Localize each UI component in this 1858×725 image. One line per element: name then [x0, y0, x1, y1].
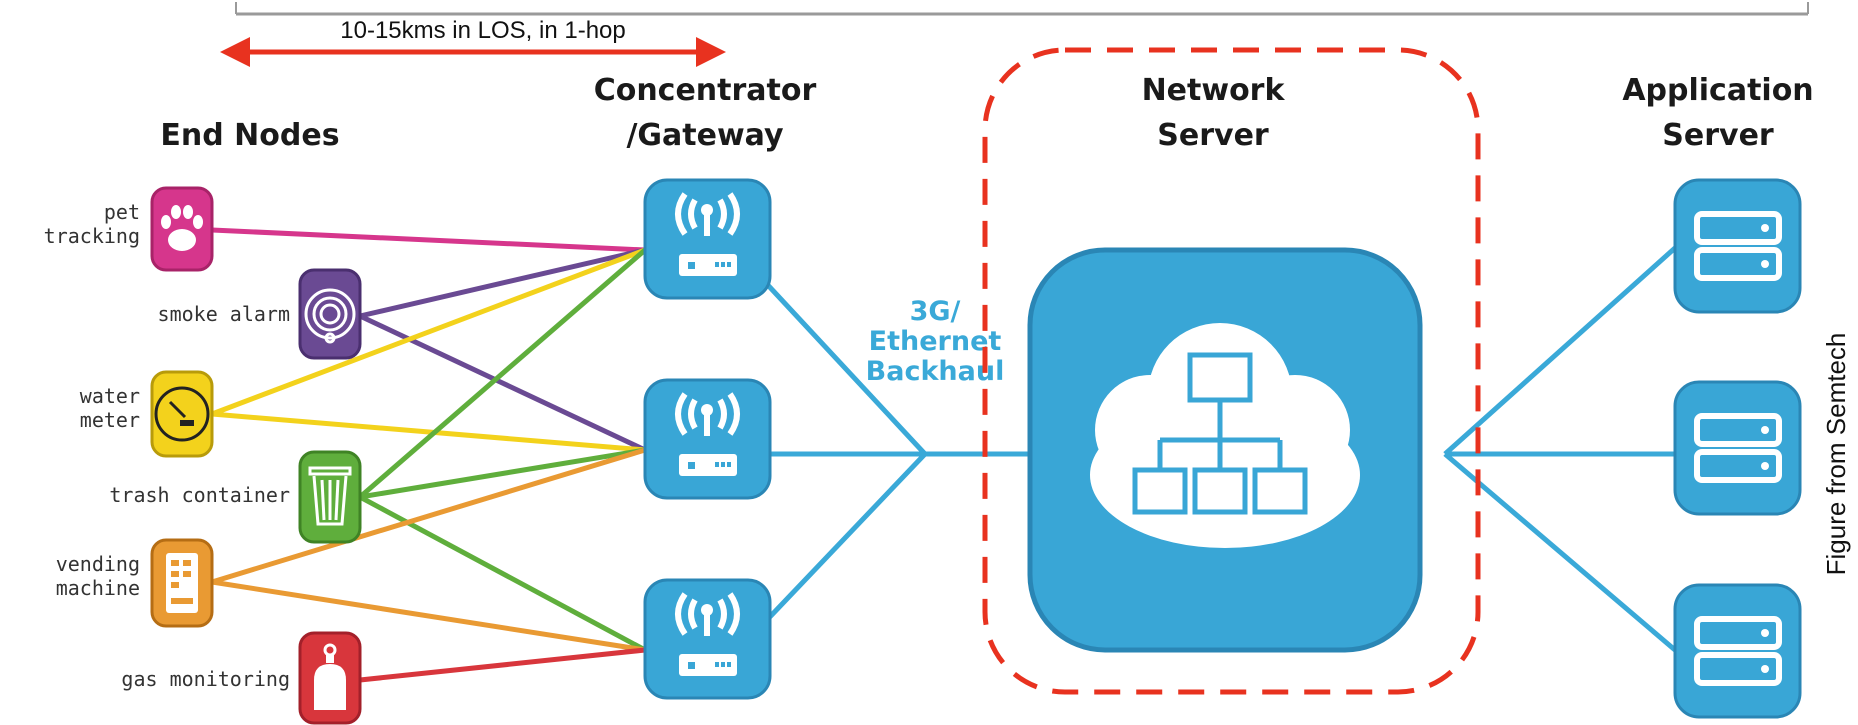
- link-smoke-gw1: [359, 247, 646, 319]
- server-icon: [1694, 211, 1782, 281]
- link-pet-gw1: [211, 227, 646, 253]
- app-server-2: [1673, 380, 1802, 516]
- figure-credit: Figure from Semtech: [1821, 333, 1851, 576]
- network-heading-line1: Network: [1142, 73, 1286, 108]
- app-heading-line1: Application: [1622, 73, 1813, 108]
- end-node-label-line2: trash container: [109, 483, 290, 507]
- router-icon: [679, 254, 737, 276]
- router-icon: [679, 454, 737, 476]
- app-server-3: [1673, 583, 1802, 719]
- paw-icon: [161, 205, 203, 251]
- backhaul-label-line2: Ethernet: [869, 326, 1002, 357]
- backhaul-label-line3: Backhaul: [866, 356, 1005, 387]
- end-node-vending-machine: vending machine: [56, 538, 214, 628]
- gateway-heading-line2: /Gateway: [626, 118, 784, 153]
- app-heading-line2: Server: [1662, 118, 1774, 153]
- top-frame-border: [235, 2, 1809, 16]
- network-hierarchy-icon: [1132, 352, 1308, 515]
- link-vending-gw3: [211, 579, 646, 653]
- end-node-pet-tracking: pet tracking: [44, 186, 214, 272]
- link-vending-gw2: [211, 447, 646, 585]
- end-node-label-line2: meter: [80, 408, 140, 432]
- gateway-2: [643, 378, 772, 500]
- server-icon: [1694, 413, 1782, 483]
- network-heading-line2: Server: [1157, 118, 1269, 153]
- gateway-3: [643, 578, 772, 700]
- gateway-1: [643, 178, 772, 300]
- end-node-gas-monitoring: gas monitoring: [121, 631, 362, 725]
- end-nodes-heading: End Nodes: [160, 118, 339, 153]
- link-gas-gw3: [359, 647, 646, 683]
- end-node-label-line1: vending: [56, 552, 140, 576]
- link-trash-gw1: [358, 248, 647, 499]
- link-trash-gw2: [359, 447, 646, 500]
- end-node-label-line1: water: [80, 384, 140, 408]
- server-icon: [1694, 616, 1782, 686]
- link-water-gw1: [211, 247, 646, 417]
- app-server-links: [1443, 246, 1677, 652]
- gas-cylinder-icon: [314, 643, 346, 710]
- network-server-boundary: [982, 47, 1481, 695]
- end-node-label-line1: pet: [104, 200, 140, 224]
- gateway-heading-line1: Concentrator: [594, 73, 817, 108]
- end-node-smoke-alarm: smoke alarm: [158, 268, 362, 360]
- trash-bin-icon: [308, 466, 352, 526]
- backhaul-links: [763, 280, 1030, 624]
- end-node-label-line2: gas monitoring: [121, 667, 290, 691]
- router-icon: [679, 654, 737, 676]
- end-node-label-line2: smoke alarm: [158, 302, 290, 326]
- end-node-label-line2: machine: [56, 576, 140, 600]
- end-node-water-meter: water meter: [80, 370, 214, 458]
- gauge-icon: [154, 386, 210, 442]
- app-server-1: [1673, 178, 1802, 314]
- smoke-alarm-icon: [304, 288, 356, 344]
- antenna-icon: [675, 392, 740, 436]
- end-node-trash-container: trash container: [109, 450, 362, 544]
- network-server: [1027, 247, 1423, 653]
- backhaul-label-line1: 3G/: [910, 296, 961, 327]
- vending-machine-icon: [166, 553, 198, 613]
- link-water-gw2: [211, 411, 646, 453]
- node-links: [211, 227, 647, 683]
- range-note: 10-15kms in LOS, in 1-hop: [340, 17, 625, 44]
- end-node-label-line2: tracking: [44, 224, 140, 248]
